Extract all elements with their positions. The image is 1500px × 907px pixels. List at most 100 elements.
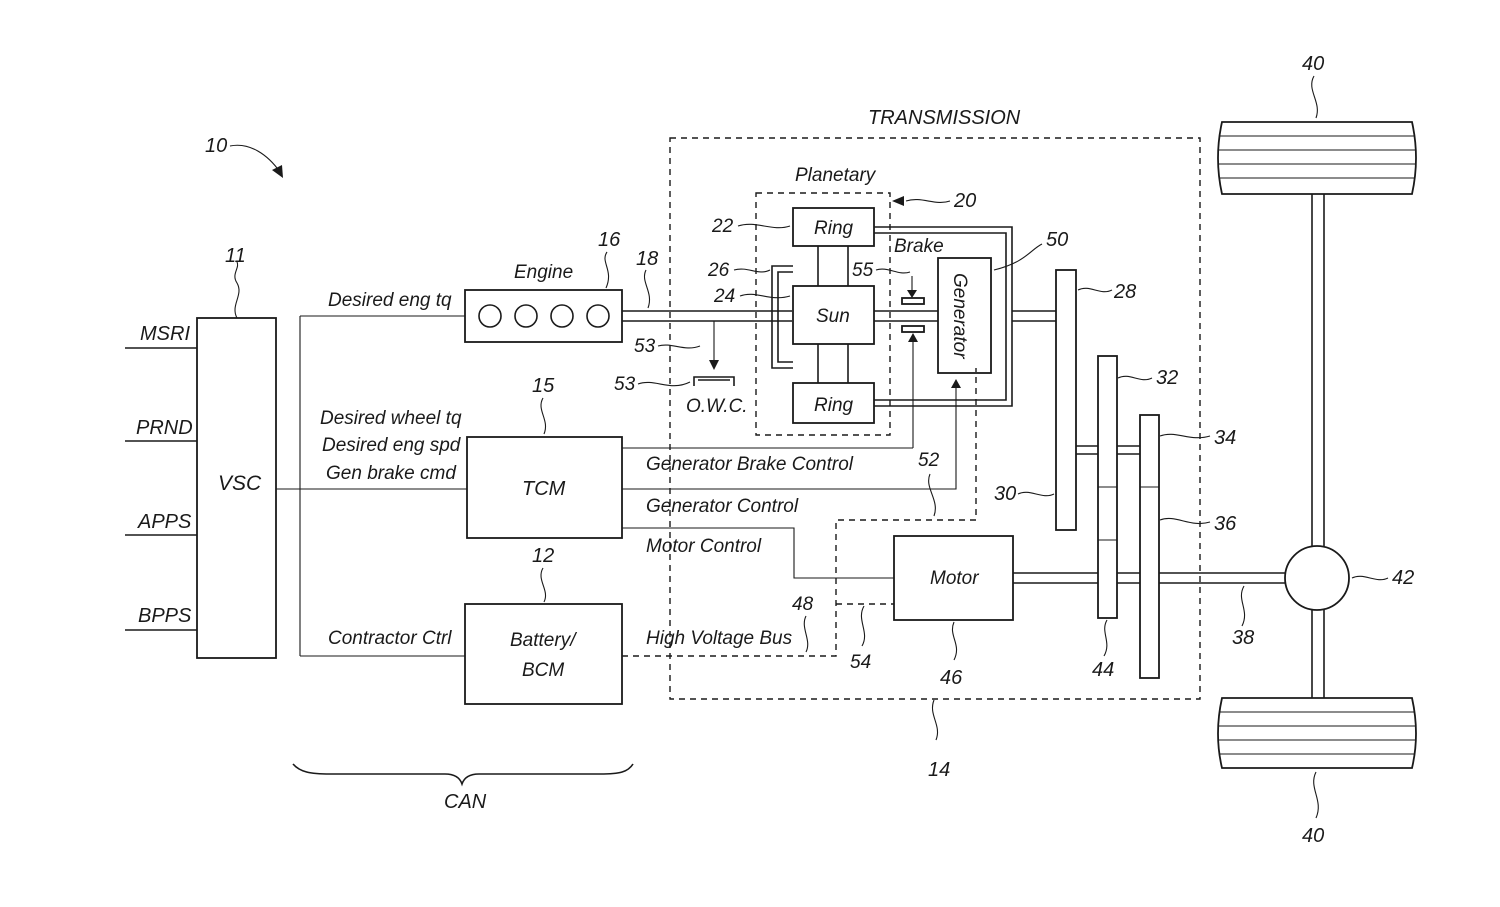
ring-bottom-label: Ring xyxy=(814,395,854,416)
leader-44 xyxy=(1103,619,1108,657)
sun-label: Sun xyxy=(816,306,850,327)
wheel-top-icon xyxy=(1217,121,1417,195)
battery-label-line1: Battery/ xyxy=(510,630,577,651)
engine-cylinder-icon xyxy=(514,304,538,328)
carrier-bracket xyxy=(771,265,793,369)
ref-18: 18 xyxy=(636,248,658,270)
arrowhead-10 xyxy=(272,165,283,178)
input-bpps: BPPS xyxy=(138,605,192,627)
brake-arrowhead xyxy=(907,290,917,298)
signal-gen-brake-cmd: Gen brake cmd xyxy=(326,463,457,484)
leader-40-top xyxy=(1311,75,1318,119)
leader-10 xyxy=(229,144,281,173)
ref-22: 22 xyxy=(711,216,734,237)
owc-label: O.W.C. xyxy=(686,396,748,417)
ref-28: 28 xyxy=(1113,281,1136,303)
can-label: CAN xyxy=(444,791,487,813)
ring-housing xyxy=(874,232,1007,401)
can-brace xyxy=(292,763,634,787)
ref-12: 12 xyxy=(532,545,554,567)
ref-10: 10 xyxy=(205,135,227,157)
ref-54: 54 xyxy=(850,652,871,673)
planetary-boundary xyxy=(755,192,891,436)
leader-38 xyxy=(1240,585,1246,627)
ref-48: 48 xyxy=(792,594,814,615)
signal-desired-wheel-tq: Desired wheel tq xyxy=(320,408,462,429)
ref-15: 15 xyxy=(532,375,555,397)
leader-54 xyxy=(860,605,866,647)
ring-housing xyxy=(874,226,1013,407)
engine-label: Engine xyxy=(514,262,573,283)
engine-block xyxy=(464,289,623,343)
vsc-block xyxy=(196,317,277,659)
leader-12 xyxy=(540,567,546,603)
ref-36: 36 xyxy=(1214,513,1237,535)
brake-pad-bottom xyxy=(901,325,925,333)
signal-motor-control: Motor Control xyxy=(646,536,762,557)
ref-38: 38 xyxy=(1232,627,1254,649)
leader-53-upper xyxy=(657,344,701,349)
signal-desired-eng-spd: Desired eng spd xyxy=(322,435,462,456)
ref-26: 26 xyxy=(707,260,730,281)
input-msri: MSRI xyxy=(140,323,190,345)
input-apps: APPS xyxy=(137,511,192,533)
battery-label-line2: BCM xyxy=(522,660,564,681)
ref-34: 34 xyxy=(1214,427,1236,449)
leader-50 xyxy=(993,243,1043,271)
ref-32: 32 xyxy=(1156,367,1178,389)
motor-label: Motor xyxy=(930,568,979,589)
generator-block xyxy=(937,257,992,374)
ref-30: 30 xyxy=(994,483,1016,505)
leader-55 xyxy=(875,268,911,274)
leader-15 xyxy=(540,397,546,435)
differential xyxy=(1284,545,1350,611)
ref-11: 11 xyxy=(225,245,246,267)
ring-bottom-block xyxy=(792,382,875,424)
leader-52 xyxy=(928,473,936,517)
gear-28-30 xyxy=(1055,269,1077,531)
brake-pad-top xyxy=(901,297,925,305)
leader-46 xyxy=(952,621,958,661)
engine-cylinder-icon xyxy=(550,304,574,328)
leader-26 xyxy=(733,268,771,273)
signal-high-voltage-bus: High Voltage Bus xyxy=(646,628,793,649)
signal-contractor-ctrl: Contractor Ctrl xyxy=(328,628,452,649)
ref-40-bottom: 40 xyxy=(1302,825,1324,847)
brake-control-arrowhead xyxy=(908,333,918,342)
wheel-bottom-icon xyxy=(1217,697,1417,769)
generator-label: Generator xyxy=(949,273,970,359)
arrowhead-20 xyxy=(892,196,904,206)
leader-36 xyxy=(1159,518,1211,524)
owc-symbol xyxy=(693,376,735,386)
leader-53-lower xyxy=(637,381,691,387)
signal-desired-eng-tq: Desired eng tq xyxy=(328,290,452,311)
generator-control-line xyxy=(622,386,957,490)
leader-34 xyxy=(1159,433,1211,439)
ref-46: 46 xyxy=(940,667,963,689)
leader-16 xyxy=(604,251,610,289)
ref-16: 16 xyxy=(598,229,621,251)
ring-top-label: Ring xyxy=(814,218,854,239)
motor-control-line xyxy=(622,527,894,579)
leader-24 xyxy=(739,293,791,299)
planetary-label: Planetary xyxy=(795,165,877,186)
owc-arrowhead xyxy=(709,360,719,370)
ref-52: 52 xyxy=(918,450,940,471)
leader-42 xyxy=(1351,575,1389,581)
ref-53-lower: 53 xyxy=(614,374,636,395)
transmission-label: TRANSMISSION xyxy=(868,107,1021,129)
leader-40-bottom xyxy=(1313,771,1319,819)
high-voltage-bus-line xyxy=(622,368,977,657)
carrier-bracket xyxy=(777,271,793,363)
battery-bcm-block xyxy=(464,603,623,705)
transmission-boundary xyxy=(669,137,1201,700)
ref-14: 14 xyxy=(928,759,950,781)
leader-28 xyxy=(1077,287,1113,293)
leader-14 xyxy=(932,699,938,741)
leader-11 xyxy=(234,261,240,319)
ref-53-upper: 53 xyxy=(634,336,656,357)
ref-24: 24 xyxy=(713,286,735,307)
ref-50: 50 xyxy=(1046,229,1068,251)
